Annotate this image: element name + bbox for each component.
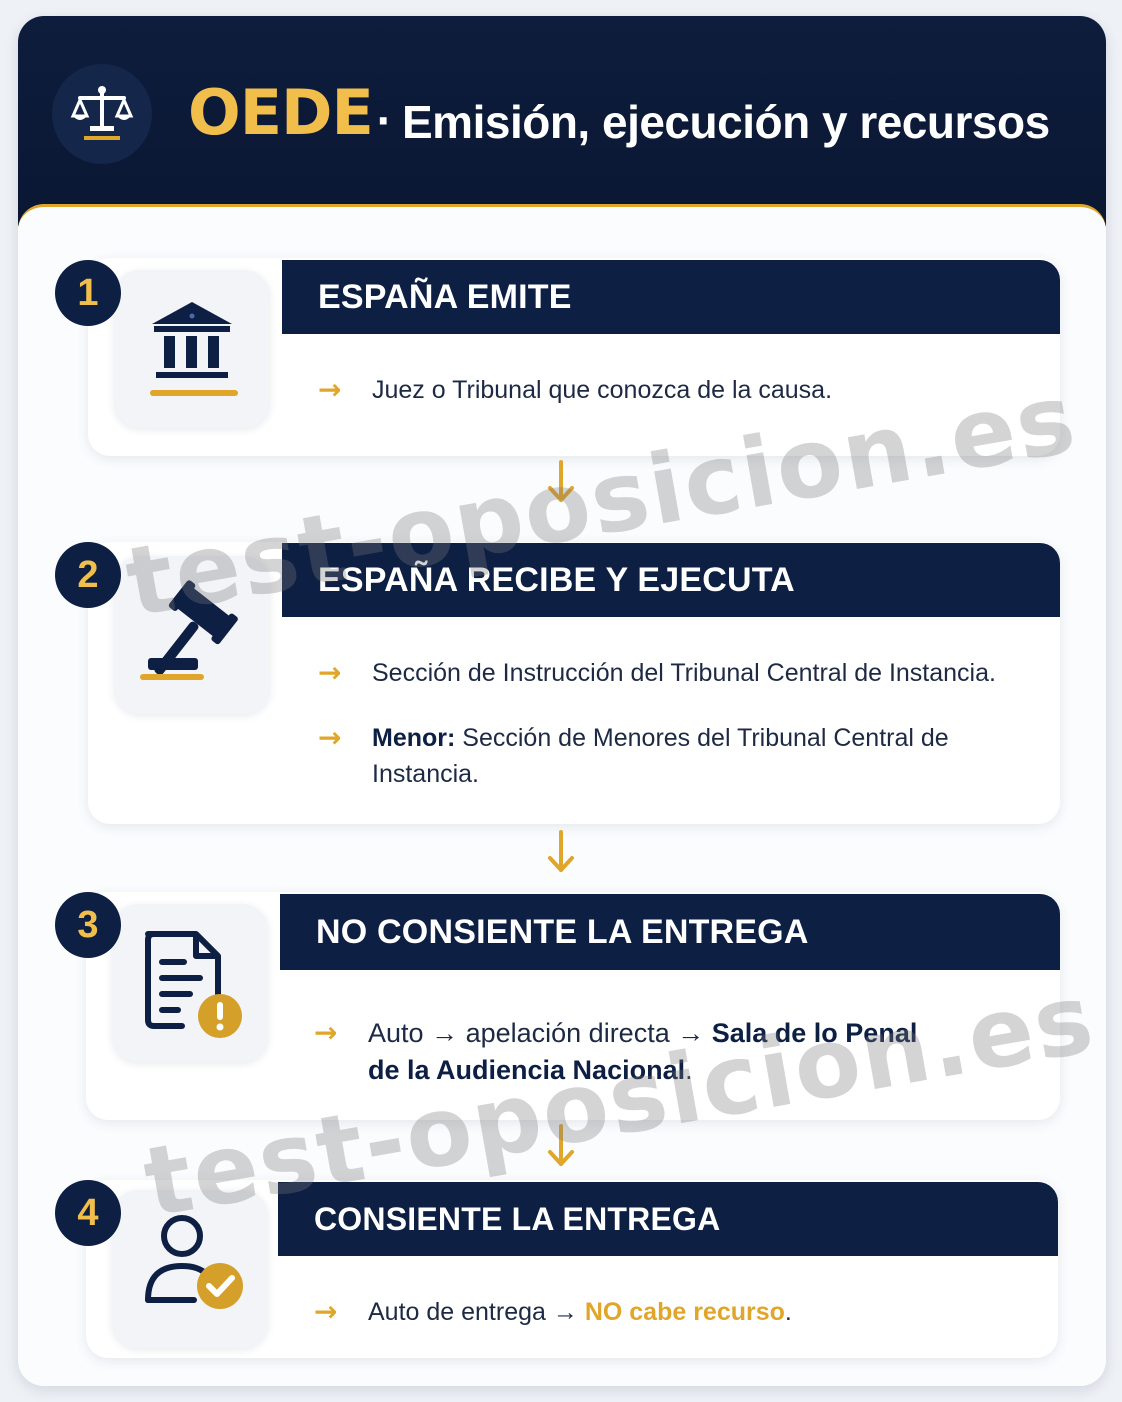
step-3-appeal: apelación directa xyxy=(465,1018,670,1048)
step-3-line-1-continued: de la Audiencia Nacional. xyxy=(368,1052,693,1088)
step-4-line-1: Auto de entrega → NO cabe recurso. xyxy=(368,1294,792,1330)
step-1-icon-box xyxy=(114,270,270,428)
step-4-auto: Auto de entrega xyxy=(368,1298,546,1326)
document-alert-icon xyxy=(145,931,242,1038)
courthouse-icon xyxy=(150,302,238,396)
step-4-number-badge: 4 xyxy=(55,1180,121,1246)
step-3-period: . xyxy=(685,1055,693,1085)
down-arrow-icon xyxy=(548,830,574,872)
step-3-icon-box xyxy=(112,904,268,1062)
down-arrow-icon xyxy=(548,1124,574,1166)
step-1-title: ESPAÑA EMITE xyxy=(318,278,572,316)
header: OEDE · Emisión, ejecución y recursos xyxy=(18,16,1106,226)
step-2-line-2-continued: Instancia. xyxy=(372,760,480,788)
step-4-title-bar xyxy=(278,1182,1058,1256)
step-3-number-badge: 3 xyxy=(55,892,121,958)
step-3-auto: Auto xyxy=(368,1018,424,1048)
step-2-minor-label: Menor: xyxy=(372,724,456,752)
step-4-arrow: → xyxy=(552,1298,578,1326)
step-1-title-bar xyxy=(282,260,1060,334)
step-3-line-1: Auto → apelación directa → Sala de lo Pe… xyxy=(368,1015,917,1051)
step-3-arrow-2: → xyxy=(677,1018,705,1048)
title-subtitle: Emisión, ejecución y recursos xyxy=(402,96,1050,148)
title-separator: · xyxy=(376,99,391,143)
step-3-court: Sala de lo Penal xyxy=(711,1018,918,1048)
down-arrow-icon xyxy=(548,460,574,502)
step-2-line-2: Menor: Sección de Menores del Tribunal C… xyxy=(372,720,1032,756)
step-2-title-bar xyxy=(282,543,1060,617)
step-1-number-badge: 1 xyxy=(55,260,121,326)
step-2-bullet-arrow-1: → xyxy=(318,656,342,689)
step-1-bullet-arrow: → xyxy=(318,373,342,406)
step-2-line-2-text: Sección de Menores del Tribunal Central … xyxy=(462,724,949,752)
step-4-bullet-arrow: → xyxy=(314,1295,338,1328)
step-1-line-1: Juez o Tribunal que conozca de la causa. xyxy=(372,376,833,404)
title-oede: OEDE xyxy=(188,76,374,149)
user-check-icon xyxy=(145,1215,243,1309)
step-2-bullet-arrow-2: → xyxy=(318,721,342,754)
step-3-court-continued: de la Audiencia Nacional xyxy=(368,1055,686,1085)
step-4-icon-box xyxy=(112,1190,268,1348)
step-4-no-appeal: NO cabe recurso xyxy=(584,1298,785,1326)
step-3-title: NO CONSIENTE LA ENTREGA xyxy=(316,913,809,951)
scales-of-justice-icon xyxy=(52,64,152,164)
step-3-bullet-arrow: → xyxy=(314,1016,338,1049)
step-2-icon-box xyxy=(114,556,270,714)
step-4-title: CONSIENTE LA ENTREGA xyxy=(314,1201,721,1237)
step-2-line-1: Sección de Instrucción del Tribunal Cent… xyxy=(372,659,996,687)
step-3-arrow-1: → xyxy=(431,1018,459,1048)
step-2-number-badge: 2 xyxy=(55,542,121,608)
step-2-title: ESPAÑA RECIBE Y EJECUTA xyxy=(318,561,795,599)
gavel-icon xyxy=(140,580,238,680)
step-3-title-bar xyxy=(280,894,1060,970)
step-4-period: . xyxy=(784,1298,792,1326)
